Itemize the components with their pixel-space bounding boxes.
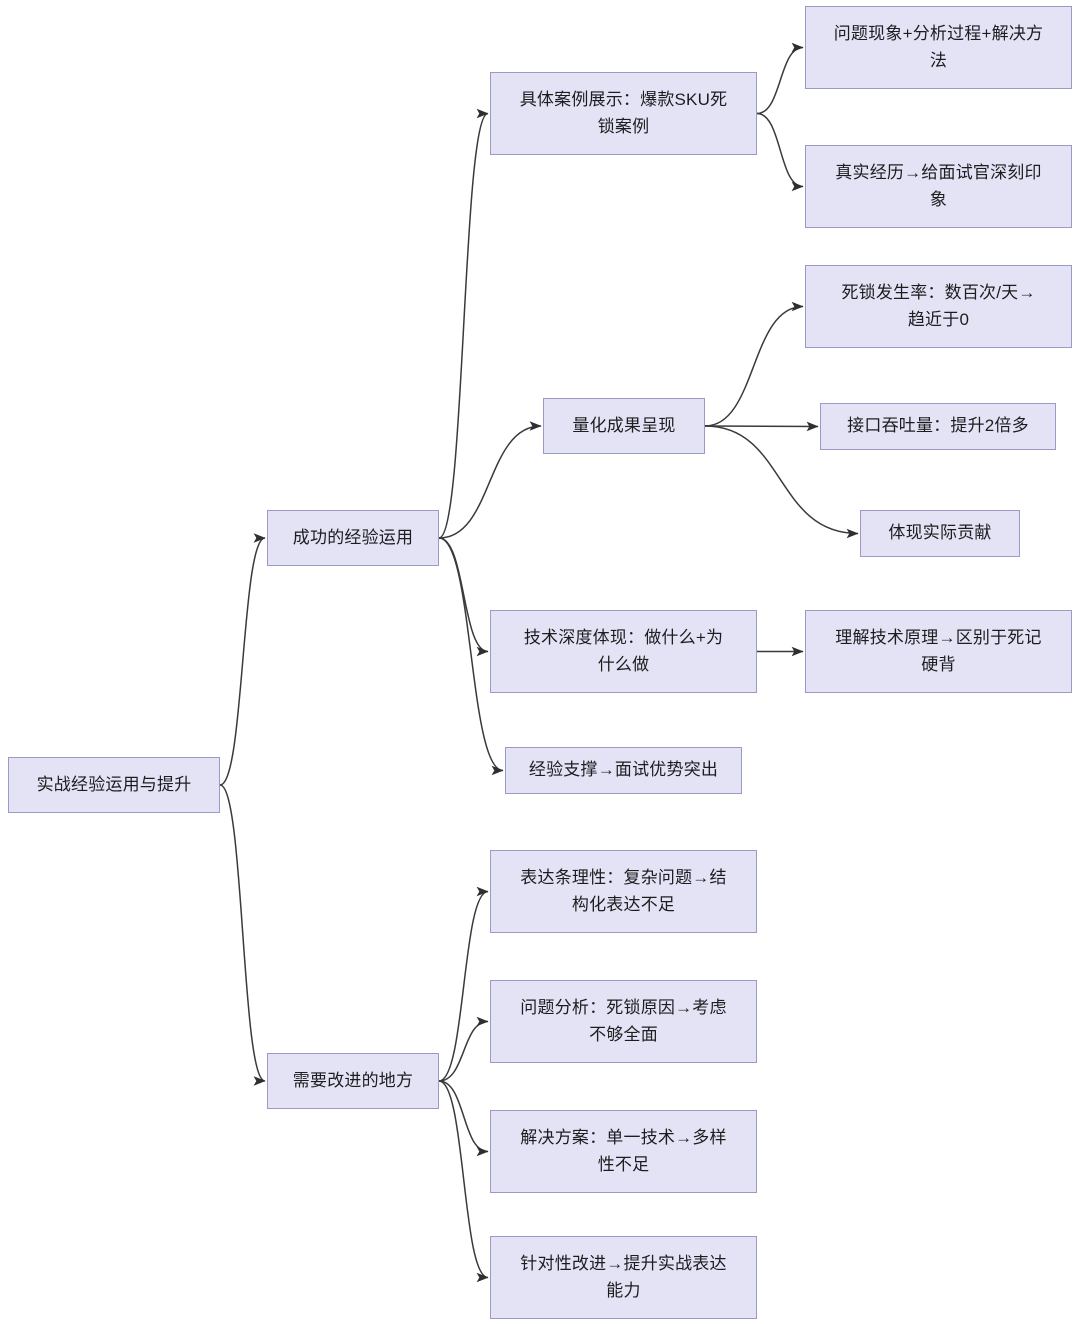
node-areas-to-improve[interactable]: 需要改进的地方 (267, 1053, 439, 1109)
node-quantified-results[interactable]: 量化成果呈现 (543, 398, 705, 454)
node-understand-principles[interactable]: 理解技术原理→区别于死记 硬背 (805, 610, 1072, 693)
node-deadlock-rate[interactable]: 死锁发生率：数百次/天→ 趋近于0 (805, 265, 1072, 348)
node-case-demo[interactable]: 具体案例展示：爆款SKU死 锁案例 (490, 72, 757, 155)
node-improve-expression-clarity[interactable]: 表达条理性：复杂问题→结 构化表达不足 (490, 850, 757, 933)
edge-branch_improve-to-improve2 (438, 1016, 489, 1082)
edge-quant_results-to-quant_child2 (704, 421, 819, 432)
node-case-demo-child-real-experience[interactable]: 真实经历→给面试官深刻印 象 (805, 145, 1072, 228)
node-successful-experience[interactable]: 成功的经验运用 (267, 510, 439, 566)
edge-branch_success-to-case_demo (438, 108, 489, 539)
edge-branch_improve-to-improve1 (438, 886, 489, 1082)
node-improve-solution-diversity[interactable]: 解决方案：单一技术→多样 性不足 (490, 1110, 757, 1193)
node-technical-depth[interactable]: 技术深度体现：做什么+为 什么做 (490, 610, 757, 693)
edge-root-to-branch_improve (219, 784, 266, 1086)
edge-branch_success-to-quant_results (438, 421, 542, 539)
edge-root-to-branch_success (219, 533, 266, 786)
edge-branch_success-to-tech_depth (438, 537, 489, 657)
edge-branch_improve-to-improve4 (438, 1080, 489, 1283)
node-improve-problem-analysis[interactable]: 问题分析：死锁原因→考虑 不够全面 (490, 980, 757, 1063)
edge-quant_results-to-quant_child1 (704, 301, 804, 427)
node-actual-contribution[interactable]: 体现实际贡献 (860, 510, 1020, 557)
node-api-throughput[interactable]: 接口吞吐量：提升2倍多 (820, 403, 1056, 450)
edge-case_demo-to-case_demo_child1 (756, 42, 804, 115)
edge-branch_improve-to-improve3 (438, 1080, 489, 1157)
node-root[interactable]: 实战经验运用与提升 (8, 757, 220, 813)
node-improve-targeted-enhancement[interactable]: 针对性改进→提升实战表达 能力 (490, 1236, 757, 1319)
node-experience-support[interactable]: 经验支撑→面试优势突出 (505, 747, 742, 794)
node-case-demo-child-problem-analysis-solution[interactable]: 问题现象+分析过程+解决方 法 (805, 6, 1072, 89)
edge-case_demo-to-case_demo_child2 (756, 112, 804, 192)
